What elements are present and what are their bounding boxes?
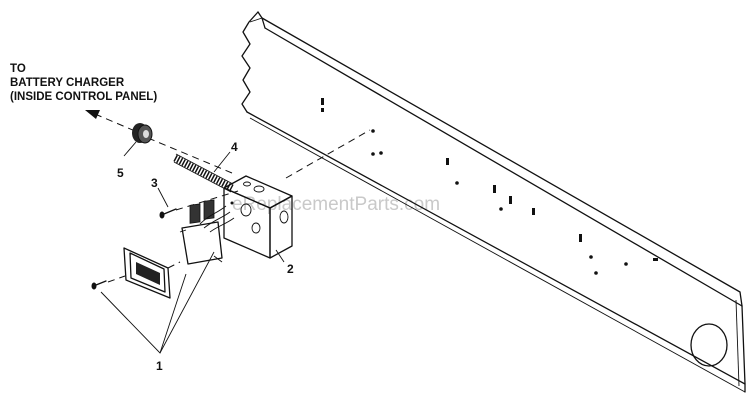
electrical-box-part [223, 175, 293, 259]
direction-arrow [85, 110, 136, 132]
callout-1: 1 [156, 359, 163, 373]
svg-text:(INSIDE CONTROL PANEL): (INSIDE CONTROL PANEL) [10, 91, 157, 103]
callout-labels: 5 4 3 2 1 [117, 140, 294, 373]
leader-lines [100, 141, 285, 354]
watermark-text: eReplacementParts.com [232, 194, 440, 215]
battery-charger-note: TO BATTERY CHARGER (INSIDE CONTROL PANEL… [10, 63, 157, 103]
cover-plate-part [123, 247, 171, 299]
box-screw-part [159, 208, 177, 219]
grommet-part [132, 123, 153, 144]
frame-rail [241, 11, 746, 393]
receptacle-part [179, 199, 235, 265]
cover-screws-part [91, 280, 107, 290]
callout-4: 4 [231, 140, 238, 154]
svg-text:TO: TO [10, 63, 26, 75]
callout-2: 2 [287, 262, 294, 276]
conduit-part [173, 153, 234, 193]
callout-5: 5 [117, 166, 124, 180]
svg-text:BATTERY CHARGER: BATTERY CHARGER [10, 77, 125, 89]
callout-3: 3 [151, 176, 158, 190]
